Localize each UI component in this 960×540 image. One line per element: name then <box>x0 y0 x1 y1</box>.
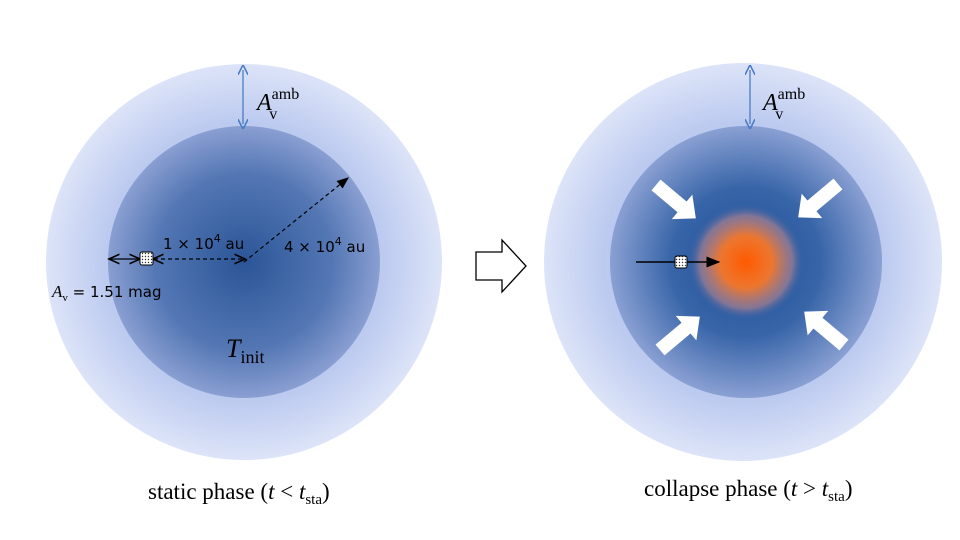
infall-arrow-icon <box>651 179 696 220</box>
tracer-particle <box>139 251 154 266</box>
hot-center <box>688 204 804 320</box>
collapse-phase-caption: collapse phase (t > tsta) <box>644 476 853 505</box>
infall-arrows <box>651 178 849 356</box>
transition-arrow-icon <box>475 238 527 294</box>
inner-distance-label: 1 × 104 au <box>163 232 244 253</box>
static-phase-caption: static phase (t < tsta) <box>148 479 330 508</box>
infall-arrow-icon <box>798 178 843 219</box>
tracer-particle <box>674 255 688 269</box>
outer-radius-arrow <box>243 177 349 263</box>
initial-temperature-label: Tinit <box>226 334 264 367</box>
outer-radius-label: 4 × 104 au <box>284 235 365 256</box>
infall-arrow-icon <box>804 310 849 351</box>
infall-arrow-icon <box>655 315 700 356</box>
edge-extinction-label: Av = 1.51 mag <box>51 282 162 304</box>
